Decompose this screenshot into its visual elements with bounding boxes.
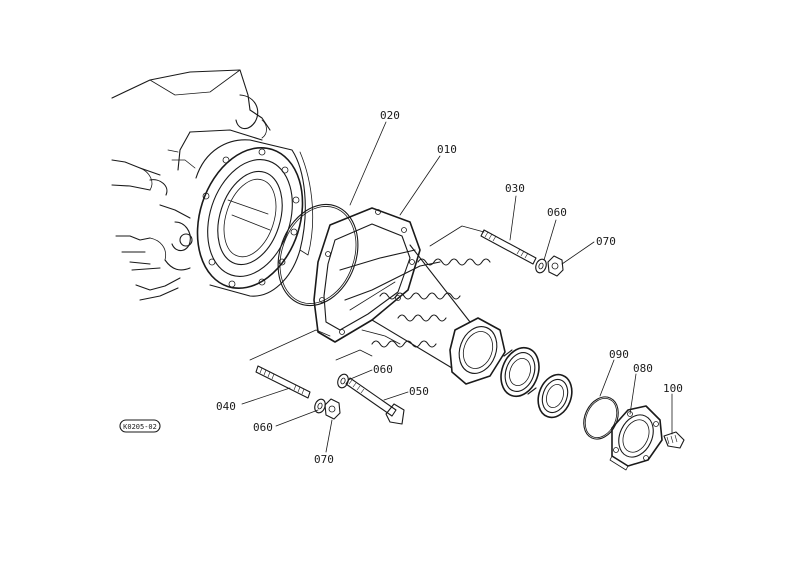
nut-070-lower <box>324 398 341 420</box>
bracket-050 <box>335 349 373 361</box>
washer-060-lower-left <box>314 398 326 414</box>
leader-060-upper <box>543 219 557 261</box>
oil-seal <box>537 373 573 419</box>
label-020: 020 <box>380 109 400 122</box>
leader-050 <box>383 391 409 401</box>
leader-040 <box>241 387 291 405</box>
part-labels: 020 010 030 060 070 060 050 040 060 070 … <box>216 109 683 466</box>
leader-060-mid <box>347 369 373 381</box>
o-ring-090 <box>583 396 619 440</box>
washer-060-lower-mid <box>337 373 349 389</box>
label-100: 100 <box>663 382 683 395</box>
leader-070-upper <box>561 241 595 265</box>
label-010: 010 <box>437 143 457 156</box>
label-040: 040 <box>216 400 236 413</box>
case-mounting-flange <box>195 139 314 297</box>
label-030: 030 <box>505 182 525 195</box>
leader-020 <box>349 121 387 206</box>
bracket-040 <box>249 329 331 361</box>
stud-bolt-040 <box>255 365 311 399</box>
leader-lines <box>241 121 673 453</box>
bracket-030 <box>429 225 485 247</box>
drawing-code-badge: K0205-02 <box>119 419 161 433</box>
label-060-mid: 060 <box>373 363 393 376</box>
bolt-050 <box>345 377 405 425</box>
o-ring-020 <box>277 203 359 307</box>
leader-090 <box>599 359 615 397</box>
label-060-upper: 060 <box>547 206 567 219</box>
stud-bolt-030 <box>480 229 537 265</box>
housing-010 <box>313 207 506 385</box>
leader-080 <box>629 373 637 415</box>
cover-080 <box>609 405 663 471</box>
washer-060-upper <box>535 258 547 274</box>
label-080: 080 <box>633 362 653 375</box>
label-050: 050 <box>409 385 429 398</box>
leader-010 <box>399 155 441 216</box>
engine-block-housing <box>111 69 271 301</box>
leader-070-lower <box>325 419 333 453</box>
label-070-upper: 070 <box>596 235 616 248</box>
nut-070-upper <box>547 255 564 277</box>
leader-030 <box>509 195 517 241</box>
label-070-lower: 070 <box>314 453 334 466</box>
label-060-lower: 060 <box>253 421 273 434</box>
bearing <box>500 346 540 398</box>
bolt-100 <box>663 431 685 449</box>
label-090: 090 <box>609 348 629 361</box>
leader-060-lower <box>275 409 319 427</box>
drawing-code: K0205-02 <box>123 423 157 431</box>
